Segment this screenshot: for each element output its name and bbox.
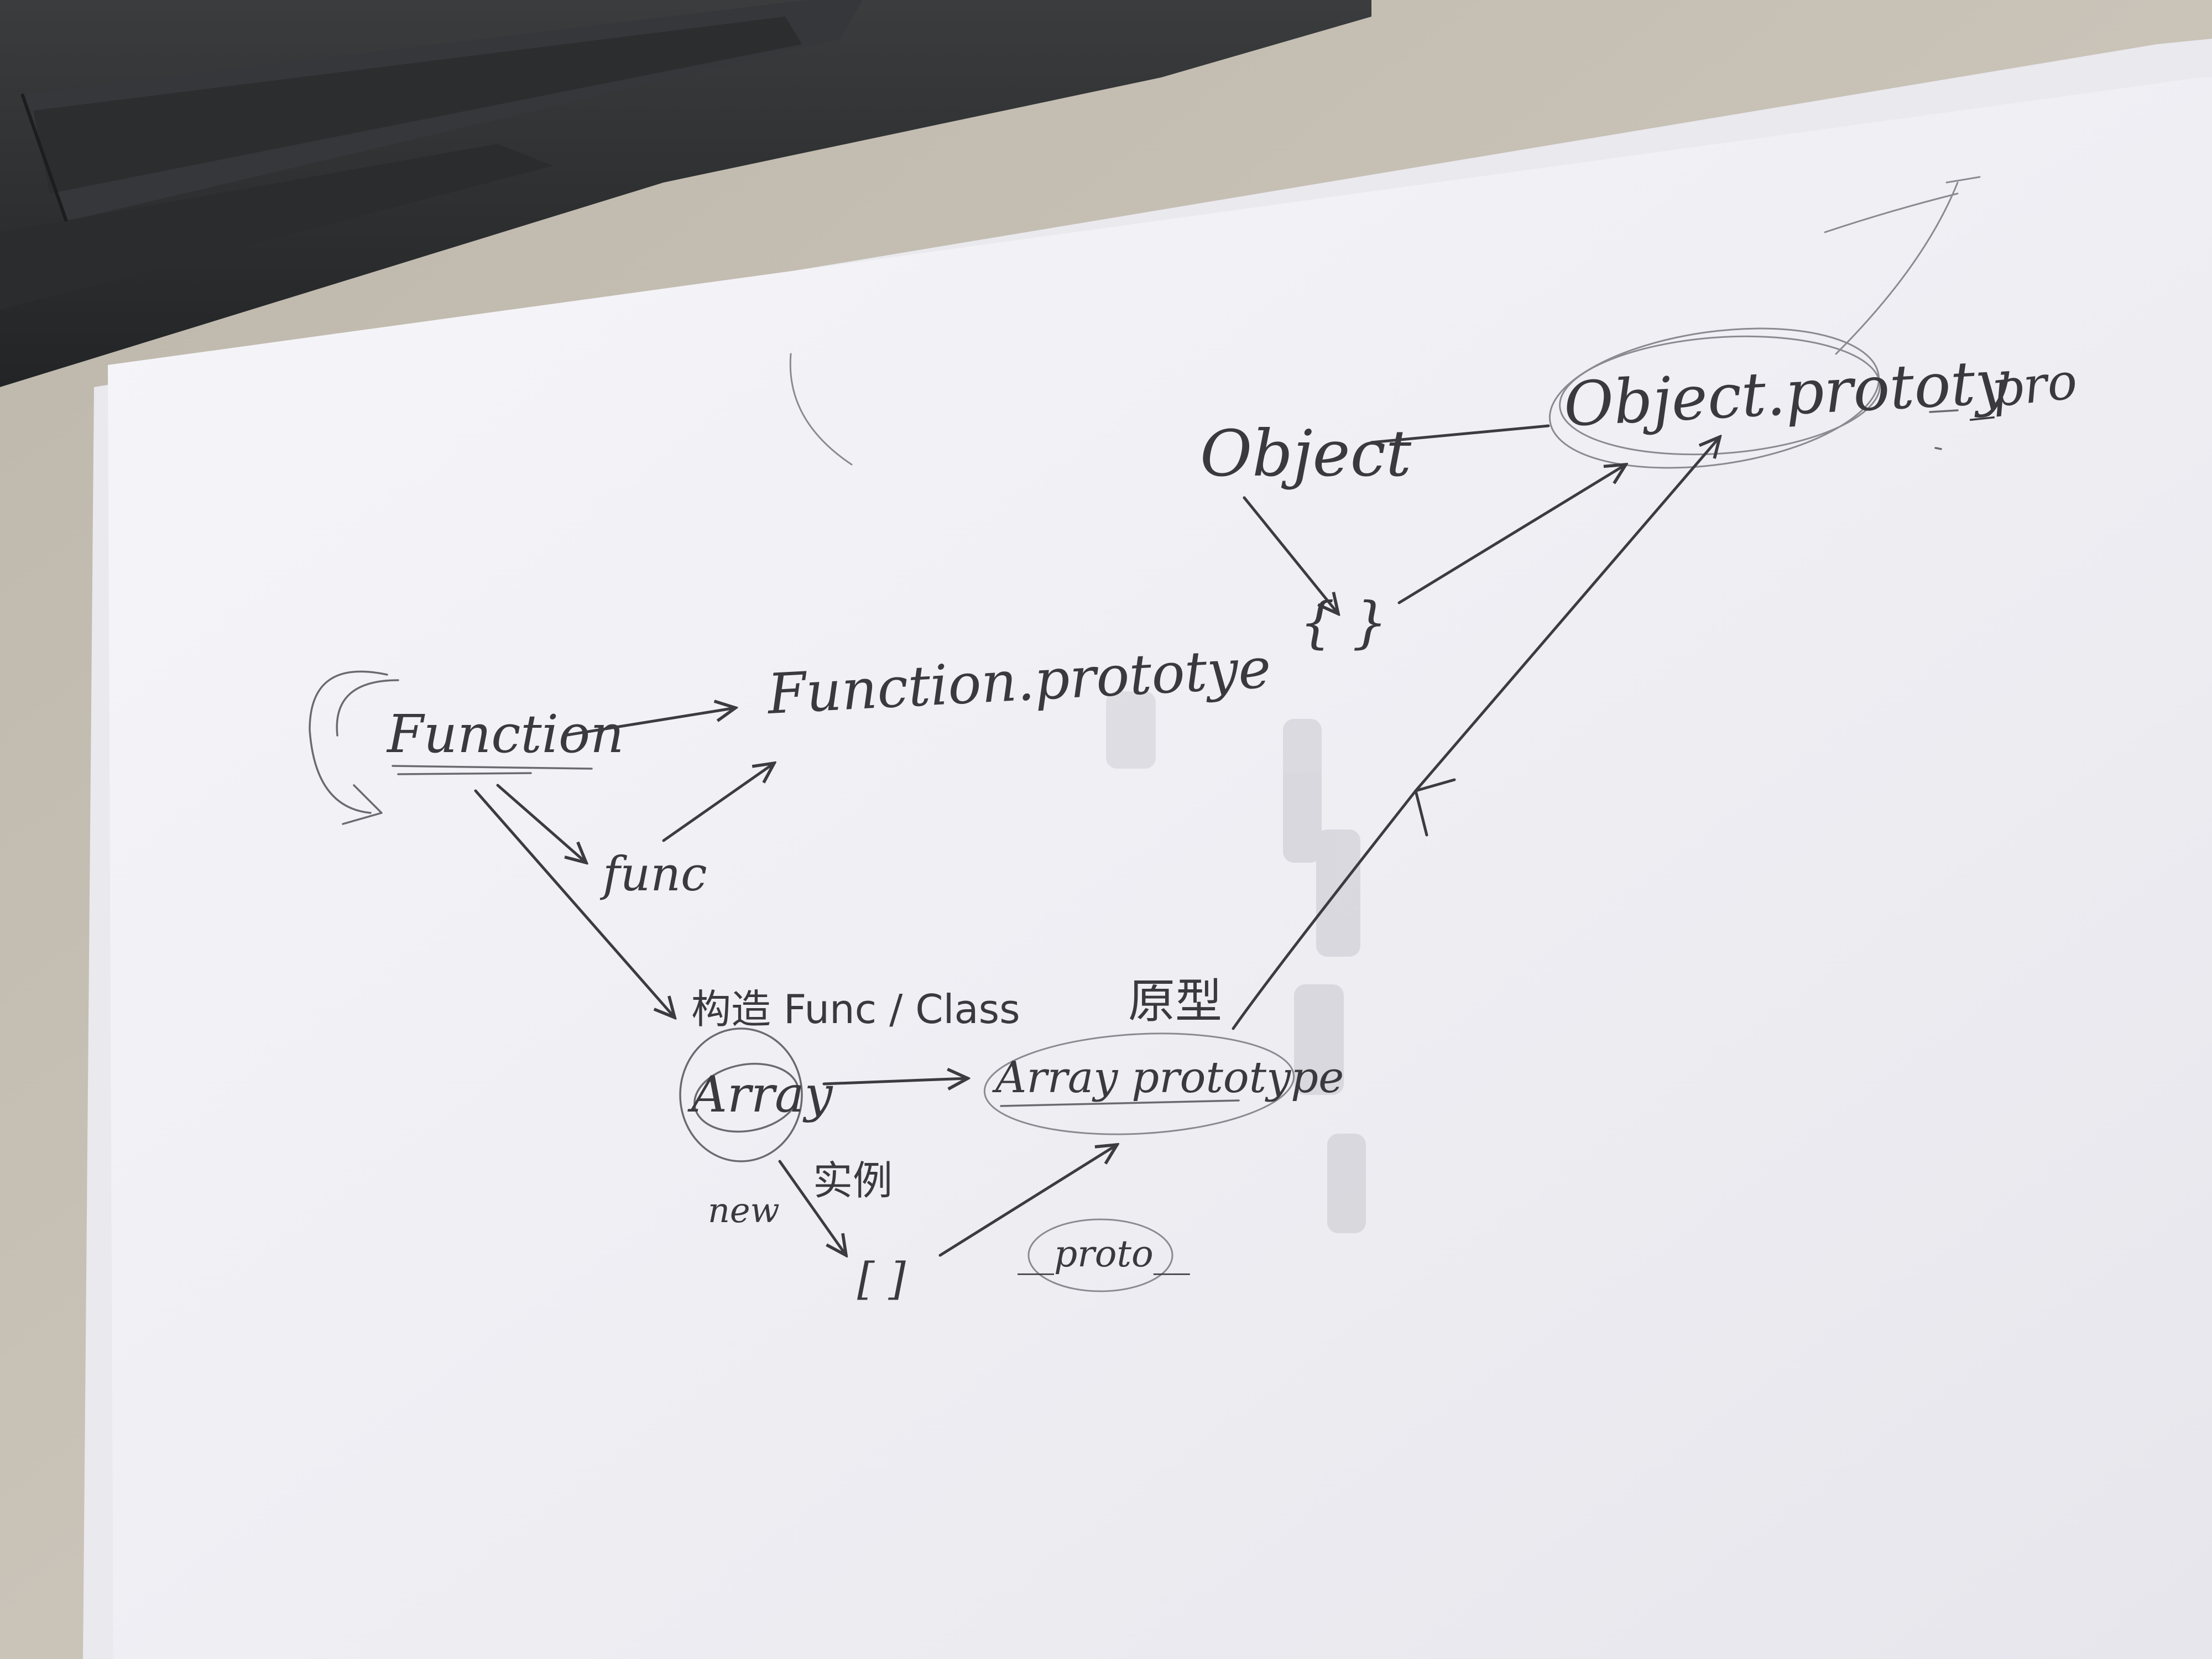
proto-circle (1027, 1218, 1173, 1292)
show-through-marks (1106, 691, 1366, 1233)
object-label: Object (1200, 417, 1412, 491)
arrow-empty-object-to-object-prototype (1397, 465, 1626, 604)
instance-cn-label: 实例 (813, 1157, 893, 1204)
stray-arc (789, 353, 853, 466)
arrow-function-to-array (474, 789, 675, 1018)
paper-sheet (108, 77, 2212, 1659)
array-prototype-circle (983, 1032, 1295, 1135)
array-circle (679, 1027, 803, 1162)
arrow-mid-head (1414, 778, 1456, 792)
arrow-empty-array-to-array-prototype (938, 1145, 1117, 1257)
prototype-cn-label: 原型 (1128, 974, 1222, 1029)
array-circle-2 (693, 1062, 800, 1133)
empty-array-label: [ ] (857, 1253, 906, 1305)
arrow-object-to-empty-object (1243, 496, 1338, 614)
arrow-array-to-array-prototype (822, 1078, 968, 1084)
array-label: Array (687, 1066, 833, 1124)
constructor-label: 构造 Func / Class (691, 986, 1020, 1032)
array-prototype-label: Array prototype (992, 1053, 1344, 1103)
function-self-loop (309, 670, 399, 825)
empty-object-label: { } (1300, 590, 1387, 655)
proto-note-dashes (1929, 409, 1959, 450)
arrow-function-to-function-prototype (562, 708, 735, 737)
func-label: func (599, 847, 707, 902)
proto-bottom-label: __proto__ (1018, 1233, 1190, 1275)
array-prototype-underline (1000, 1099, 1240, 1107)
function-underline-2 (397, 772, 532, 775)
arrow-object-to-object-prototype (1370, 424, 1550, 444)
arrow-array-to-empty-array (778, 1160, 846, 1255)
arrow-func-to-function-prototype (662, 763, 774, 842)
arrow-function-to-func (496, 784, 586, 863)
function-label: Function (386, 704, 624, 765)
arrow-mid-head-2 (1414, 789, 1428, 837)
new-label: new (708, 1190, 780, 1230)
function-underline (392, 765, 593, 770)
object-prototype-circle (1548, 176, 1981, 469)
arrow-array-prototype-to-object-prototype (1232, 437, 1720, 1030)
proto-note-top: _pro (1964, 352, 2080, 421)
keyboard (0, 0, 1371, 387)
